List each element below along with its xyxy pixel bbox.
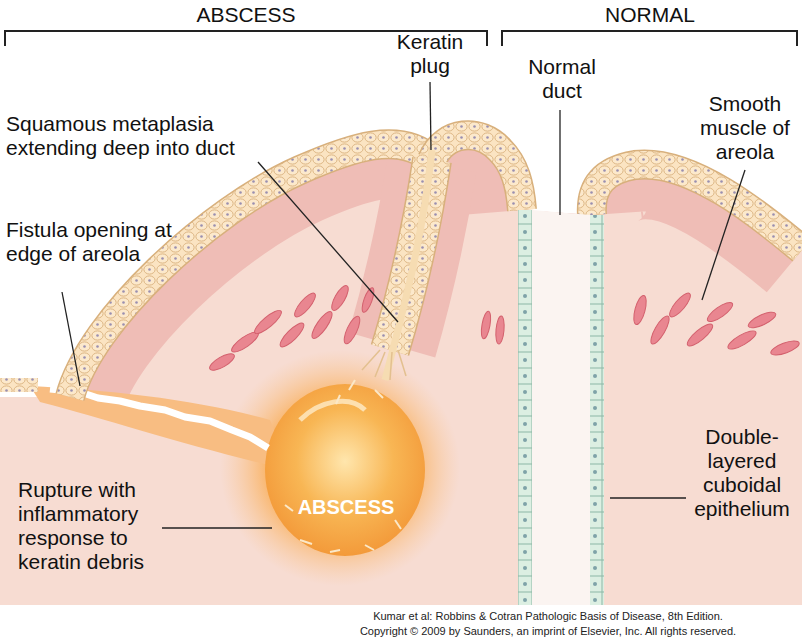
structure-label: Fistula opening at edge of areola	[6, 218, 181, 266]
section-heading: ABSCESS	[146, 3, 346, 27]
structure-label: Double-layered cuboidal epithelium	[686, 425, 798, 522]
structure-label: Rupture with inflammatory response to ke…	[18, 478, 178, 575]
structure-label: Normal duct	[517, 55, 607, 103]
structure-label: Smooth muscle of areola	[692, 92, 798, 164]
copyright-note: Copyright © 2009 by Saunders, an imprint…	[298, 625, 798, 638]
structure-label: Squamous metaplasia extending deep into …	[6, 112, 306, 160]
source-note: Kumar et al: Robbins & Cotran Pathologic…	[298, 610, 798, 623]
structure-label: Keratin plug	[385, 30, 475, 78]
abscess-label: ABSCESS	[278, 496, 414, 519]
section-heading: NORMAL	[560, 3, 740, 27]
